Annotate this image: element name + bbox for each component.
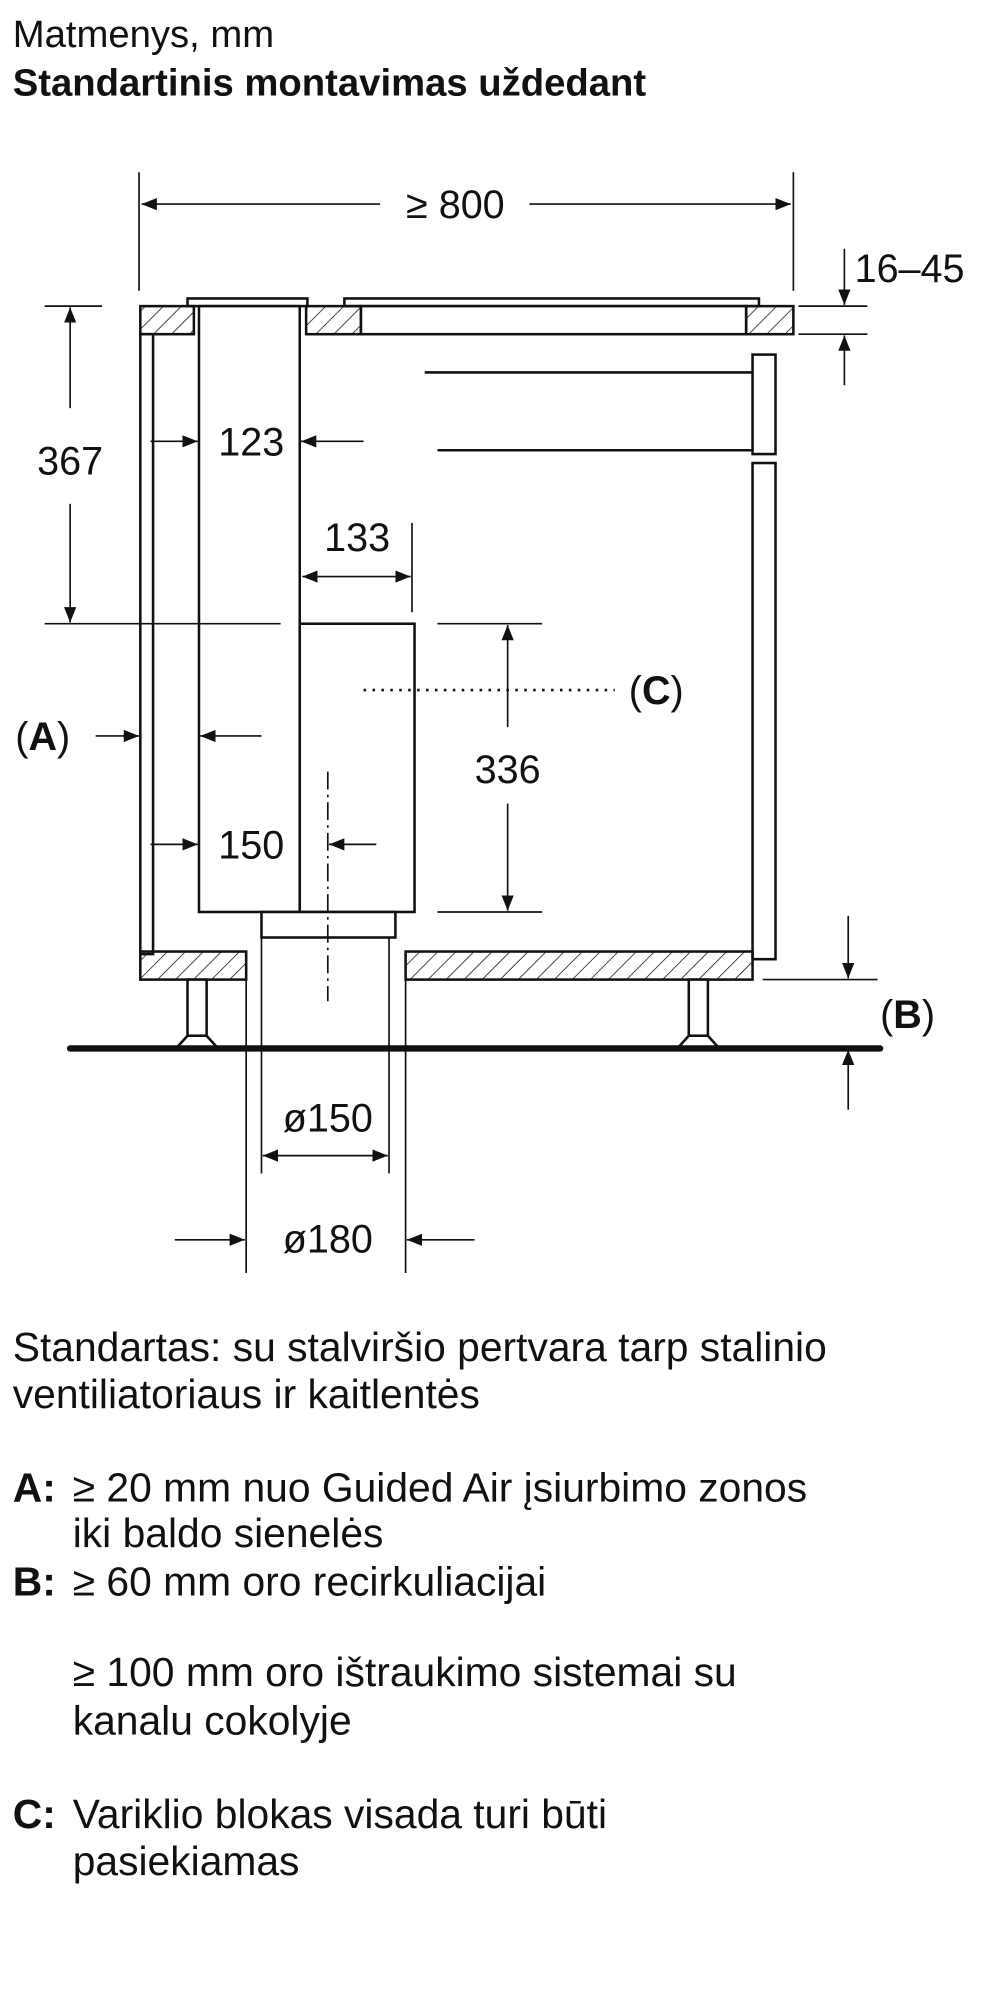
note-b-key: B: bbox=[13, 1559, 56, 1605]
dimension-150: 150 bbox=[150, 823, 377, 867]
dimension-pipe-inner: ø150 bbox=[262, 1096, 388, 1162]
svg-text:≥ 800: ≥ 800 bbox=[406, 183, 505, 227]
svg-text:Variklio blokas visada turi bū: Variklio blokas visada turi būti bbox=[73, 1791, 607, 1837]
svg-text:≥ 100 mm oro ištraukimo sistem: ≥ 100 mm oro ištraukimo sistemai su bbox=[73, 1649, 737, 1695]
dimension-thickness: 16–45 bbox=[798, 247, 965, 386]
svg-text:pasiekiamas: pasiekiamas bbox=[73, 1838, 300, 1884]
svg-text:≥ 20 mm nuo Guided Air įsiurbi: ≥ 20 mm nuo Guided Air įsiurbimo zonos bbox=[73, 1464, 807, 1510]
notes: Standartas: su stalviršio pertvara tarp … bbox=[13, 1324, 827, 1884]
svg-text:≥ 60 mm oro recirkuliacijai: ≥ 60 mm oro recirkuliacijai bbox=[73, 1559, 547, 1605]
dimension-133: 133 bbox=[302, 516, 413, 613]
page-subtitle: Matmenys, mm bbox=[13, 13, 274, 56]
svg-text:ø150: ø150 bbox=[283, 1096, 373, 1140]
label-a: (A) bbox=[15, 715, 262, 759]
svg-text:(B): (B) bbox=[880, 993, 935, 1037]
countertop bbox=[139, 297, 795, 336]
label-c: (C) bbox=[363, 669, 684, 713]
cabinet bbox=[66, 304, 884, 1273]
svg-text:150: 150 bbox=[218, 823, 284, 867]
svg-text:ø180: ø180 bbox=[283, 1218, 373, 1262]
svg-text:123: 123 bbox=[218, 420, 284, 464]
svg-text:(A): (A) bbox=[15, 715, 70, 759]
dimension-width: ≥ 800 bbox=[138, 172, 795, 291]
dimension-367: 367 bbox=[37, 305, 281, 625]
svg-text:iki baldo sienelės: iki baldo sienelės bbox=[73, 1510, 384, 1556]
svg-text:336: 336 bbox=[475, 748, 541, 792]
standard-note-line2: ventiliatoriaus ir kaitlentės bbox=[13, 1371, 480, 1417]
page-title: Standartinis montavimas uždedant bbox=[13, 62, 647, 105]
dimension-123: 123 bbox=[150, 420, 364, 464]
svg-text:(C): (C) bbox=[629, 669, 684, 713]
dimension-pipe-outer: ø180 bbox=[174, 1218, 475, 1262]
standard-note-line1: Standartas: su stalviršio pertvara tarp … bbox=[13, 1324, 827, 1370]
dimension-336: 336 bbox=[437, 622, 543, 913]
svg-text:kanalu cokolyje: kanalu cokolyje bbox=[73, 1698, 352, 1744]
label-b: (B) bbox=[762, 915, 935, 1110]
svg-text:367: 367 bbox=[37, 439, 103, 483]
svg-text:16–45: 16–45 bbox=[855, 247, 965, 291]
note-a-key: A: bbox=[13, 1464, 56, 1510]
svg-text:133: 133 bbox=[324, 516, 390, 560]
note-c-key: C: bbox=[13, 1791, 56, 1837]
